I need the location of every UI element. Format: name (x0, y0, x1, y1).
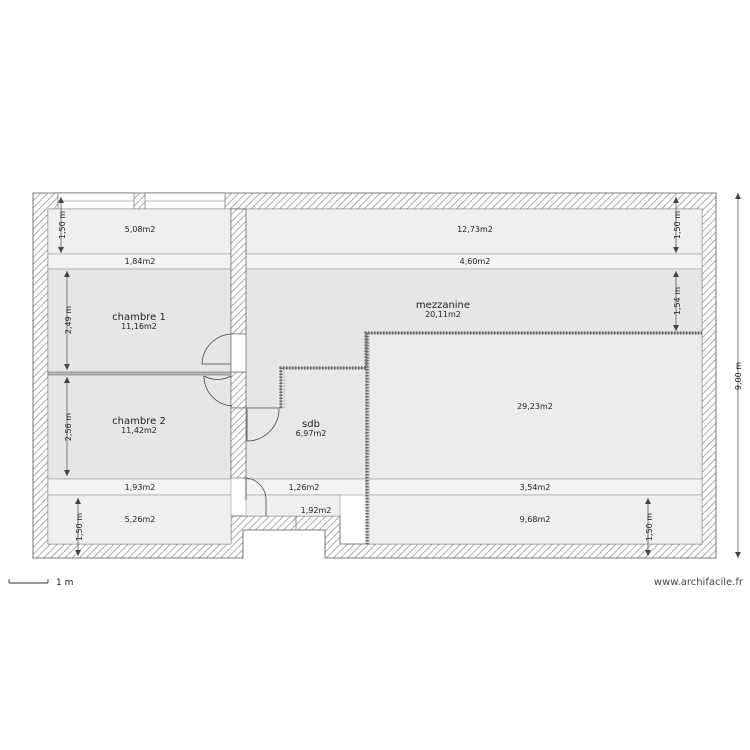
interior-wall-bedrooms (47, 371, 232, 376)
area-label-top-right: 12,73m2 (457, 225, 493, 234)
room-name-bedroom1: chambre 1 (112, 312, 166, 323)
dimension-label-bottom-left: 1,50 m (75, 513, 84, 541)
room-bedroom1 (47, 268, 232, 374)
dimension-label-top-right: 1,50 m (673, 211, 682, 239)
room-name-bathroom: sdb (302, 419, 320, 430)
dimension-label-total-height: 9,00 m (734, 362, 743, 390)
scale-bar-label: 1 m (56, 578, 73, 588)
dimension-label-top-left: 1,50 m (58, 211, 67, 239)
interior-wall-vertical-lower (230, 371, 247, 409)
dimension-arrows (58, 193, 741, 558)
dimension-lines (60, 193, 739, 558)
area-label-strip-bottom-mid: 1,26m2 (289, 483, 320, 492)
door-bottom (245, 477, 267, 516)
area-label-strip-right: 4,60m2 (460, 257, 491, 266)
room-name-bedroom2: chambre 2 (112, 416, 166, 427)
dimension-label-mezzanine: 1,54 m (673, 287, 682, 315)
interior-wall-vertical-bottom (230, 407, 247, 479)
room-bedroom2 (47, 373, 232, 480)
room-area-bedroom2: 11,42m2 (121, 426, 157, 435)
area-label-strip-bottom-left: 1,93m2 (125, 483, 156, 492)
scale-bar (8, 579, 49, 584)
room-area-mezzanine: 20,11m2 (425, 310, 461, 319)
area-label-strip-bottom-right: 3,54m2 (520, 483, 551, 492)
area-label-bottom-right: 9,68m2 (520, 515, 551, 524)
area-label-bottom-mid: 1,92m2 (301, 506, 332, 515)
dimension-label-bedroom1: 2,49 m (64, 306, 73, 334)
room-bottom-mid (245, 494, 341, 517)
area-label-big-right: 29,23m2 (517, 402, 553, 411)
room-name-mezzanine: mezzanine (416, 300, 470, 311)
area-label-bottom-left: 5,26m2 (125, 515, 156, 524)
area-label-strip-left: 1,84m2 (125, 257, 156, 266)
door-bedroom2 (203, 375, 233, 407)
door-bedroom1 (201, 333, 247, 373)
room-top-left (47, 208, 232, 255)
dimension-label-bottom-right: 1,50 m (645, 513, 654, 541)
interior-wall-vertical (230, 208, 247, 335)
room-area-bedroom1: 11,16m2 (121, 322, 157, 331)
dimension-label-bedroom2: 2,56 m (64, 413, 73, 441)
watermark: www.archifacile.fr (654, 577, 744, 588)
room-area-bathroom: 6,97m2 (296, 429, 327, 438)
area-label-top-left: 5,08m2 (125, 225, 156, 234)
door-sdb (246, 408, 280, 442)
